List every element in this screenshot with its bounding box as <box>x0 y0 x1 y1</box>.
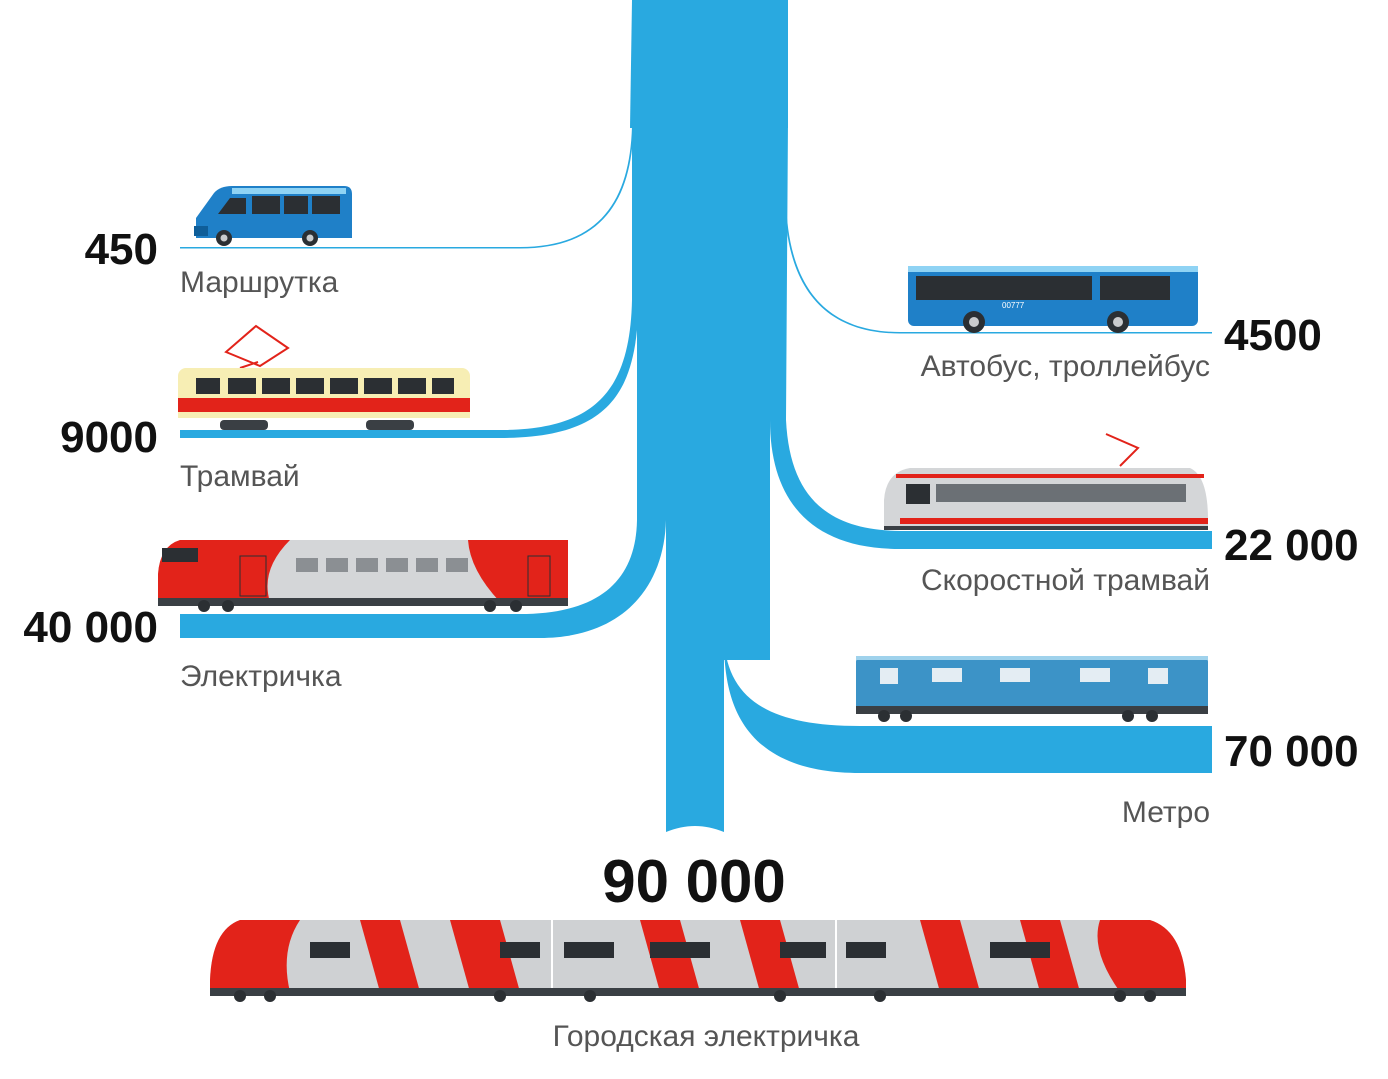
metro-label: Метро <box>1122 796 1210 829</box>
lightrail-value: 22 000 <box>1224 521 1359 570</box>
bus-label: Автобус, троллейбус <box>921 350 1210 383</box>
minibus-value: 450 <box>85 225 158 274</box>
lightrail-label: Скоростной трамвай <box>921 564 1210 597</box>
flow-right-metro <box>724 640 1212 773</box>
source-value: 90 000 <box>602 848 786 915</box>
lightrail-branch: 22 000 Скоростной трамвай <box>921 521 1359 597</box>
suburban-train-icon <box>158 540 568 612</box>
tram-label: Трамвай <box>180 460 300 493</box>
flow-left-trunk <box>180 120 666 638</box>
metro-value: 70 000 <box>1224 727 1359 776</box>
bus-branch: 4500 Автобус, троллейбус <box>921 311 1322 383</box>
elektrichka-value: 40 000 <box>23 603 158 652</box>
bus-icon: 00777 <box>908 266 1198 333</box>
minibus-branch: 450 Маршрутка <box>85 225 339 299</box>
bus-fleet-number: 00777 <box>1002 301 1025 310</box>
light-rail-icon <box>884 433 1208 530</box>
elektrichka-branch: 40 000 Электричка <box>23 603 341 693</box>
source-node: 90 000 Городская электричка <box>553 848 860 1053</box>
tram-value: 9000 <box>60 413 158 462</box>
minibus-label: Маршрутка <box>180 266 339 299</box>
flow-upper-trunk <box>630 0 788 128</box>
metro-train-icon <box>856 656 1208 722</box>
flow-streams <box>180 0 1212 832</box>
flow-right-trunk <box>724 120 1212 549</box>
source-label: Городская электричка <box>553 1020 860 1053</box>
metro-branch: 70 000 Метро <box>1122 727 1359 829</box>
city-train-icon <box>210 920 1186 1002</box>
tram-icon <box>178 324 470 430</box>
tram-branch: 9000 Трамвай <box>60 413 300 493</box>
flow-center-trunk <box>666 516 724 832</box>
bus-value: 4500 <box>1224 311 1322 360</box>
elektrichka-label: Электричка <box>180 660 342 693</box>
minibus-icon <box>194 186 352 246</box>
